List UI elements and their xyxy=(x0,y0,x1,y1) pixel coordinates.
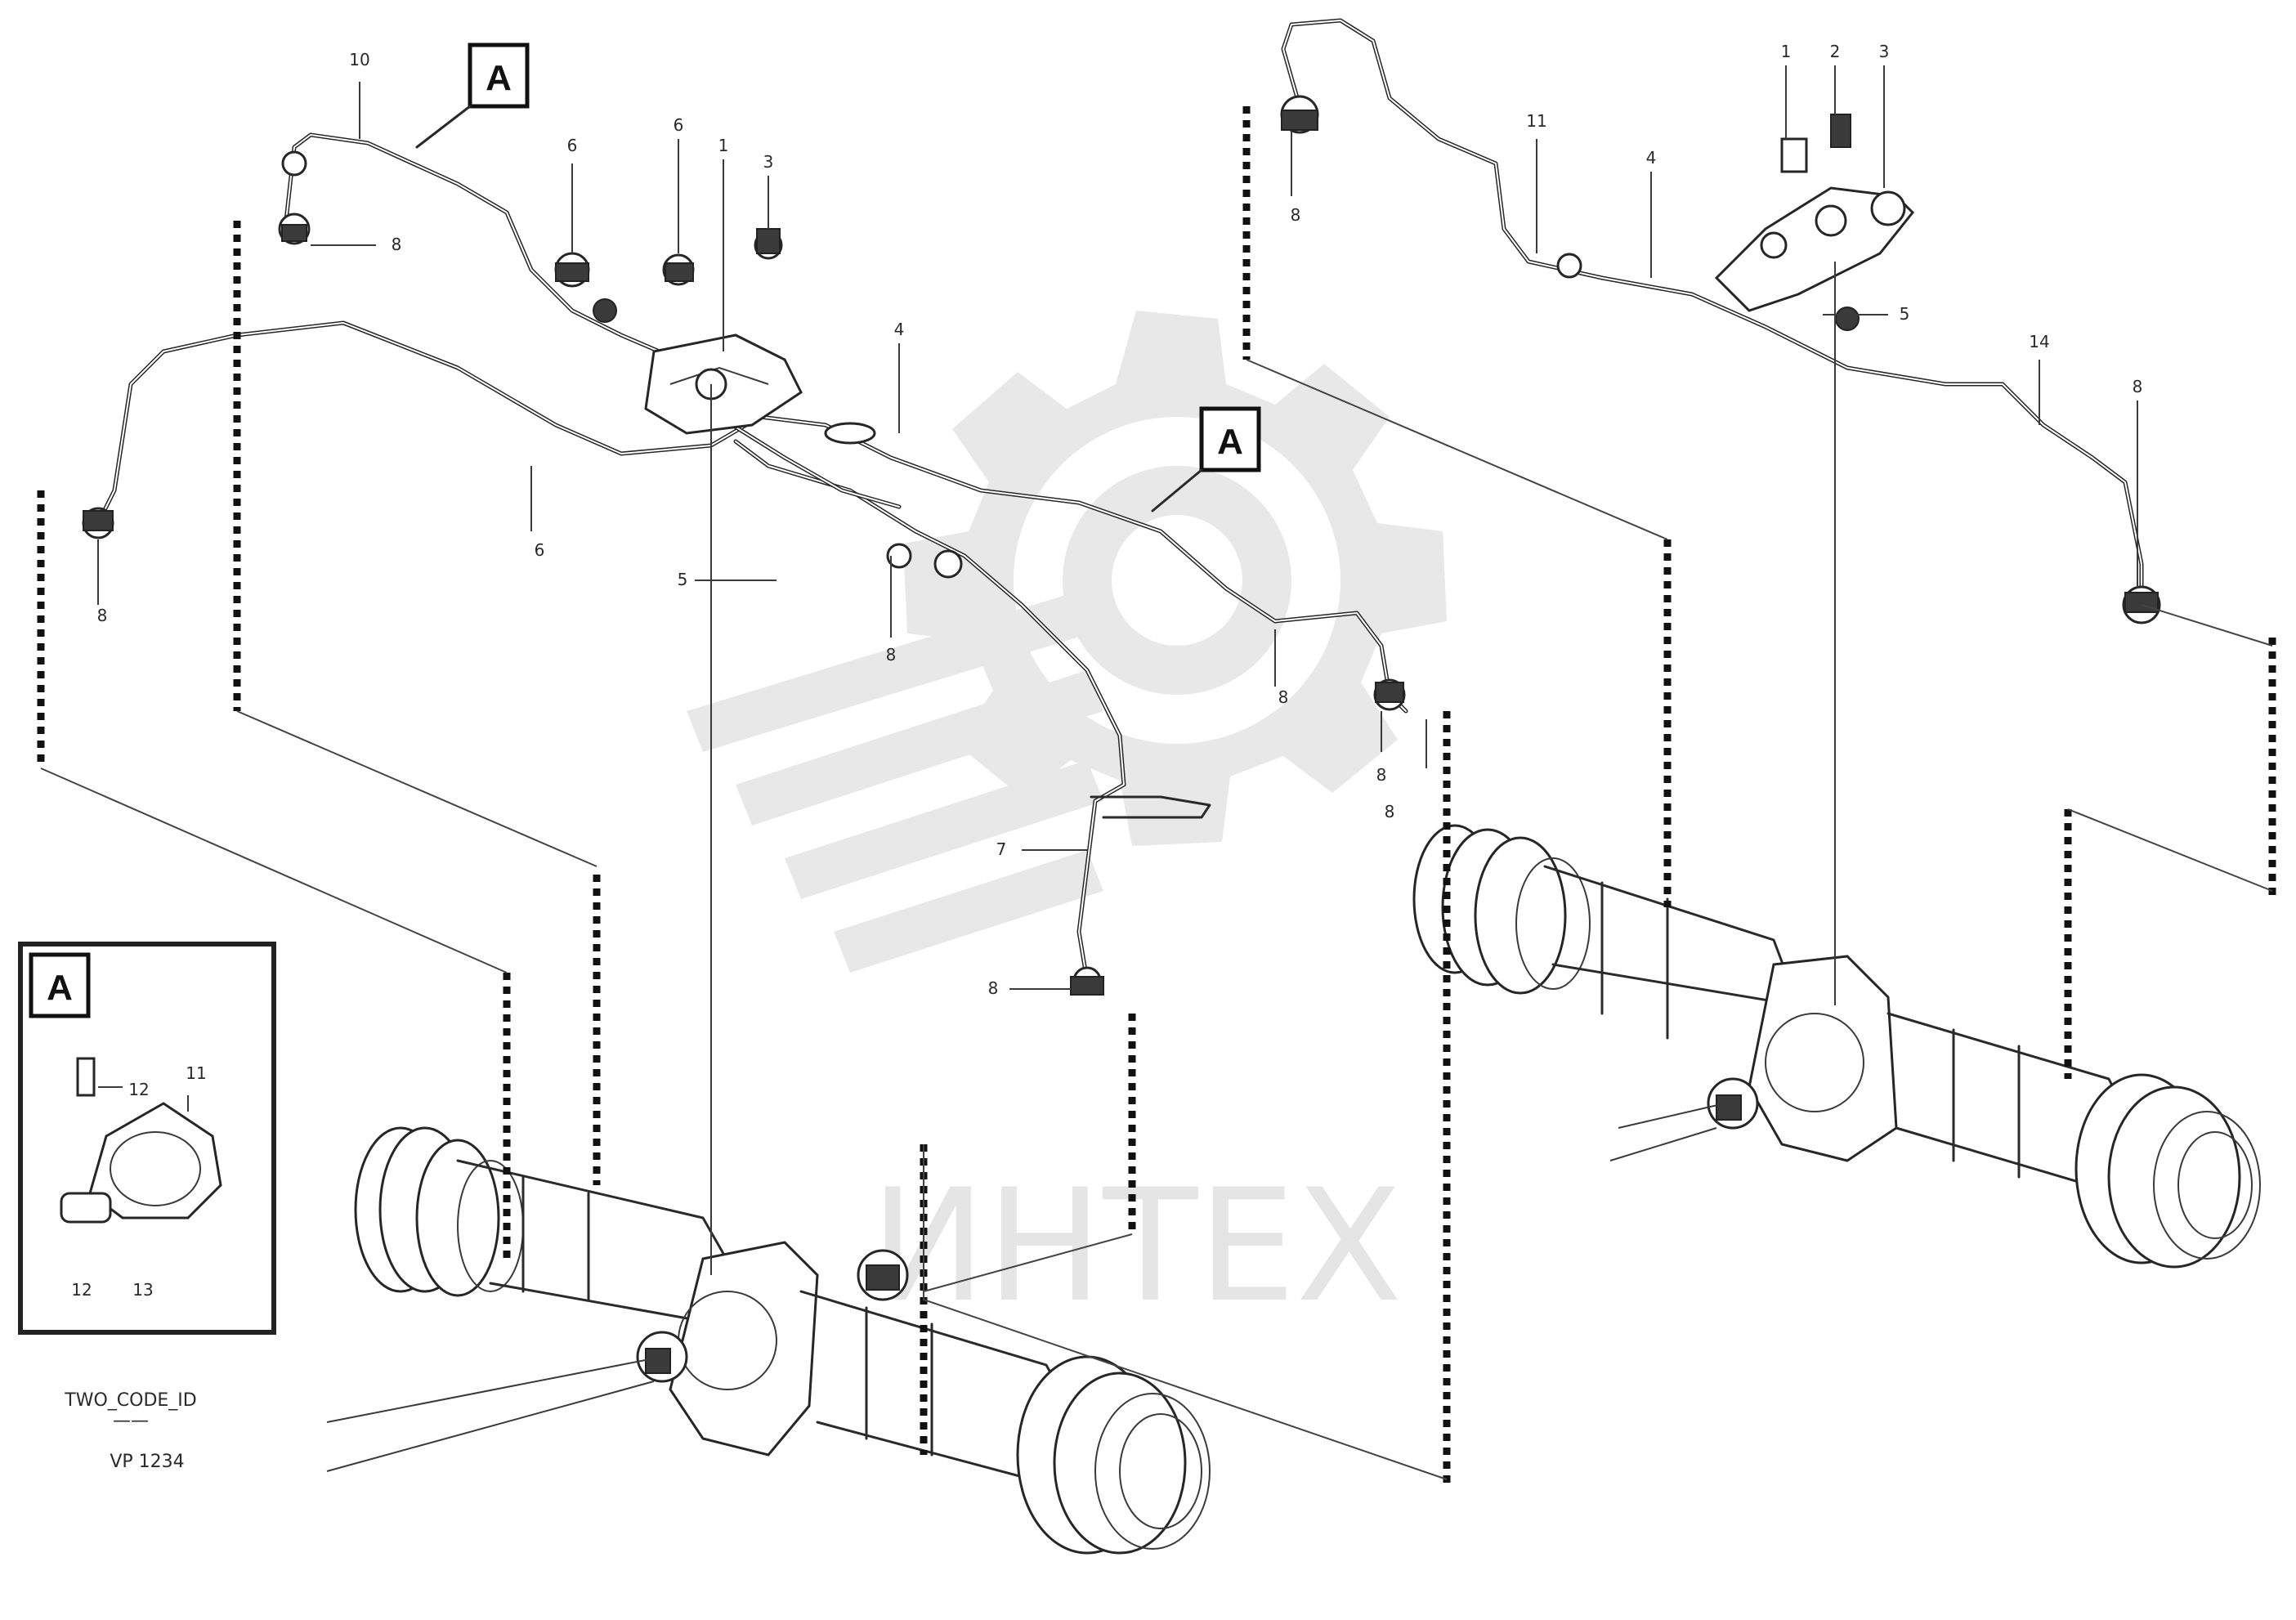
label-8g: 8 xyxy=(1291,205,1301,225)
detail-label-11: 11 xyxy=(186,1063,206,1083)
label-r1: 1 xyxy=(1781,42,1792,61)
label-r8: 8 xyxy=(2133,377,2143,396)
left-axle xyxy=(326,1126,1211,1555)
right-labels: 8 1 2 3 11 4 5 14 8 8 xyxy=(1291,42,2143,1005)
callout-a-top-letter: A xyxy=(486,58,512,98)
callout-a-mid: A xyxy=(1151,406,1261,512)
reference-number: VP 1234 xyxy=(110,1452,184,1472)
label-5: 5 xyxy=(678,570,688,589)
label-4: 4 xyxy=(894,320,905,339)
detail-label-12b: 12 xyxy=(71,1280,92,1300)
label-r5: 5 xyxy=(1900,304,1910,324)
label-10: 10 xyxy=(349,50,369,69)
label-8a: 8 xyxy=(392,235,402,254)
label-6b: 6 xyxy=(674,115,684,135)
label-8b: 8 xyxy=(97,606,108,625)
label-1: 1 xyxy=(718,136,729,155)
label-7: 7 xyxy=(996,839,1007,859)
detail-label-13: 13 xyxy=(132,1280,153,1300)
watermark-text: ИНТЕХ xyxy=(870,1156,1402,1336)
callout-a-top: A xyxy=(415,43,530,149)
right-phantom-lines xyxy=(1242,106,2276,1079)
reference-code: TWO_CODE_ID xyxy=(64,1390,196,1411)
reference-block: TWO_CODE_ID —— VP 1234 xyxy=(64,1390,196,1472)
label-r3: 3 xyxy=(1879,42,1890,61)
left-labels: 10 8 6 6 1 3 4 6 5 8 8 8 8 7 8 xyxy=(97,50,1387,1275)
label-8d: 8 xyxy=(1278,687,1289,707)
right-brake-pipes xyxy=(1280,18,2161,624)
left-phantom-lines xyxy=(37,221,1451,1488)
reference-sub: —— xyxy=(113,1411,149,1431)
label-r4: 4 xyxy=(1646,148,1657,168)
label-6c: 6 xyxy=(535,540,545,560)
left-brake-pipes xyxy=(82,132,1408,996)
label-8e: 8 xyxy=(1376,765,1387,785)
detail-a-letter: A xyxy=(47,968,73,1008)
label-6a: 6 xyxy=(567,136,578,155)
detail-label-12a: 12 xyxy=(128,1080,149,1099)
detail-a-inset: A 12 11 12 13 xyxy=(18,942,276,1335)
label-8f: 8 xyxy=(988,978,999,998)
right-axle xyxy=(1412,824,2261,1269)
label-r14: 14 xyxy=(2029,332,2049,351)
label-r2: 2 xyxy=(1830,42,1841,61)
label-8c: 8 xyxy=(886,645,897,665)
label-r11: 11 xyxy=(1526,111,1546,131)
watermark-logo: ИНТЕХ xyxy=(687,311,1447,1336)
label-3: 3 xyxy=(763,152,774,172)
label-r9: 8 xyxy=(1385,802,1395,821)
callout-a-mid-letter: A xyxy=(1217,422,1243,462)
